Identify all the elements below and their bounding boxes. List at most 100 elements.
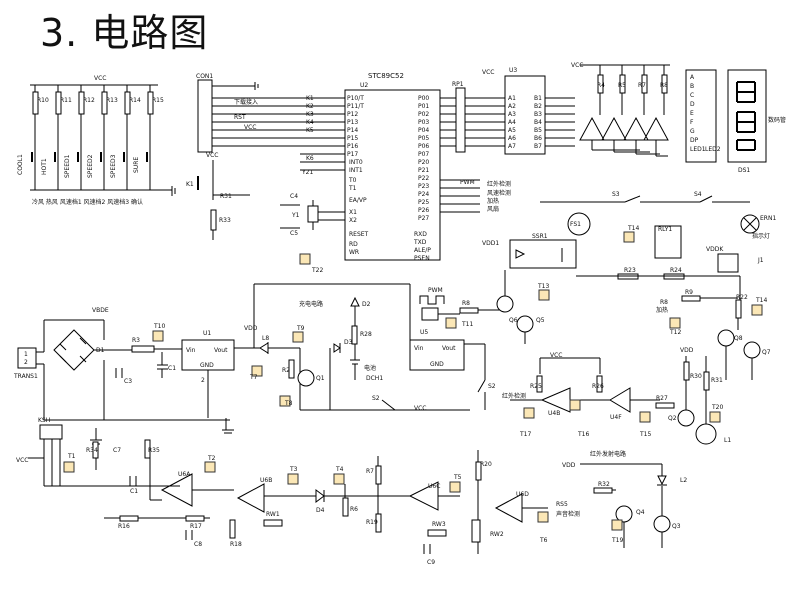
svg-text:R30: R30 [690, 373, 702, 380]
bridge-d1 [53, 329, 95, 371]
svg-text:P25: P25 [418, 199, 429, 206]
keypad-block: VCC R10 R11 R12 R13 R14 R15 COOL1 HOT1 S… [17, 75, 176, 206]
svg-text:声音检测: 声音检测 [556, 510, 580, 518]
svg-text:S2: S2 [372, 395, 380, 402]
svg-text:T8: T8 [284, 400, 293, 407]
svg-text:P21: P21 [418, 167, 429, 174]
svg-text:VCC: VCC [550, 352, 562, 359]
svg-text:T1: T1 [348, 185, 357, 192]
svg-text:R8: R8 [660, 82, 668, 89]
svg-text:Q1: Q1 [316, 375, 325, 382]
svg-text:PSEN: PSEN [414, 255, 430, 262]
svg-text:Y21: Y21 [301, 169, 313, 176]
opamp-u4b [540, 387, 571, 413]
svg-text:VDD: VDD [562, 462, 576, 469]
svg-text:VDDK: VDDK [706, 246, 724, 253]
opamp-u6a [160, 473, 193, 507]
keypad-caption: 冷风 热风 风速档1 风速档2 风速档3 确认 [32, 198, 143, 206]
svg-text:RLY1: RLY1 [658, 226, 672, 233]
svg-text:Q8: Q8 [734, 335, 743, 342]
seven-segment-display [727, 69, 767, 163]
svg-text:C1: C1 [168, 365, 176, 372]
svg-text:T6: T6 [539, 537, 548, 544]
svg-text:T0: T0 [348, 177, 357, 184]
svg-text:D2: D2 [362, 301, 371, 308]
svg-text:R18: R18 [230, 541, 242, 548]
svg-text:RW1: RW1 [266, 511, 280, 518]
svg-text:EA/VP: EA/VP [349, 197, 367, 204]
svg-text:P11/T: P11/T [347, 103, 364, 110]
svg-text:A3: A3 [508, 111, 516, 118]
svg-text:R3: R3 [132, 337, 140, 344]
svg-text:R7: R7 [366, 468, 374, 475]
ir-detection-block: VCC R25 R26 U4B U4F 红外检测 T16 T17 T15 R27… [502, 347, 731, 445]
svg-text:GND: GND [430, 361, 444, 368]
svg-text:F: F [690, 119, 694, 126]
page-title: 3. 电路图 [40, 11, 209, 55]
svg-text:R8: R8 [462, 300, 470, 307]
svg-text:P17: P17 [347, 151, 358, 158]
svg-text:D3: D3 [344, 339, 353, 346]
svg-text:R17: R17 [190, 523, 202, 530]
svg-text:RD: RD [349, 241, 358, 248]
svg-text:C5: C5 [290, 230, 298, 237]
svg-text:J1: J1 [757, 257, 764, 264]
svg-text:P06: P06 [418, 143, 429, 150]
svg-text:B: B [690, 83, 694, 90]
svg-text:RW3: RW3 [432, 521, 446, 528]
svg-text:U6D: U6D [516, 491, 529, 498]
svg-text:VBDE: VBDE [92, 307, 109, 314]
svg-text:R8: R8 [660, 299, 668, 306]
svg-text:Q4: Q4 [636, 509, 645, 516]
svg-text:Vin: Vin [186, 347, 196, 354]
svg-text:Vin: Vin [414, 345, 424, 352]
keypad-switches: COOL1 HOT1 SPEED1 SPEED2 SPEED3 SURE [17, 152, 148, 178]
svg-text:R2: R2 [282, 367, 290, 374]
svg-text:R16: R16 [118, 523, 130, 530]
label-cool1: COOL1 [17, 154, 24, 175]
svg-text:VDD: VDD [680, 347, 694, 354]
svg-text:TRANS1: TRANS1 [13, 373, 38, 380]
svg-text:Q3: Q3 [672, 523, 681, 530]
svg-text:DCH1: DCH1 [366, 375, 383, 382]
label-download: 下载接入 [234, 98, 258, 106]
label-r14: R14 [129, 97, 141, 104]
svg-text:B7: B7 [534, 143, 542, 150]
svg-text:B4: B4 [534, 119, 542, 126]
svg-text:T10: T10 [153, 323, 165, 330]
svg-text:U4F: U4F [610, 414, 622, 421]
svg-text:INT1: INT1 [349, 167, 363, 174]
svg-text:U5: U5 [420, 329, 428, 336]
transistor-q7 [743, 341, 761, 359]
svg-text:P03: P03 [418, 119, 429, 126]
svg-text:C3: C3 [124, 378, 132, 385]
svg-text:2: 2 [24, 359, 28, 366]
svg-text:B5: B5 [534, 127, 542, 134]
svg-text:P12: P12 [347, 111, 358, 118]
label-speed3: SPEED3 [110, 154, 117, 178]
svg-text:R9: R9 [685, 289, 693, 296]
mic-ksh [39, 424, 63, 440]
svg-text:P16: P16 [347, 143, 358, 150]
svg-text:DP: DP [690, 137, 699, 144]
svg-text:P04: P04 [418, 127, 429, 134]
svg-text:P27: P27 [418, 215, 429, 222]
svg-text:T11: T11 [461, 321, 473, 328]
svg-text:U6B: U6B [260, 477, 272, 484]
svg-text:X1: X1 [349, 209, 357, 216]
svg-text:T3: T3 [289, 466, 298, 473]
svg-text:L1: L1 [724, 437, 731, 444]
opamp-u6b [236, 483, 265, 513]
svg-text:A5: A5 [508, 127, 516, 134]
label-con-vcc: VCC [244, 124, 256, 131]
svg-text:RS5: RS5 [556, 501, 568, 508]
svg-text:指示灯: 指示灯 [752, 232, 770, 240]
svg-text:B3: B3 [534, 111, 542, 118]
svg-text:R23: R23 [624, 267, 636, 274]
svg-text:C9: C9 [427, 559, 435, 566]
svg-text:风速检测: 风速检测 [487, 189, 511, 197]
svg-text:红外检测: 红外检测 [487, 180, 511, 188]
svg-text:1: 1 [24, 351, 28, 358]
svg-text:T5: T5 [453, 474, 462, 481]
svg-text:R26: R26 [592, 383, 604, 390]
